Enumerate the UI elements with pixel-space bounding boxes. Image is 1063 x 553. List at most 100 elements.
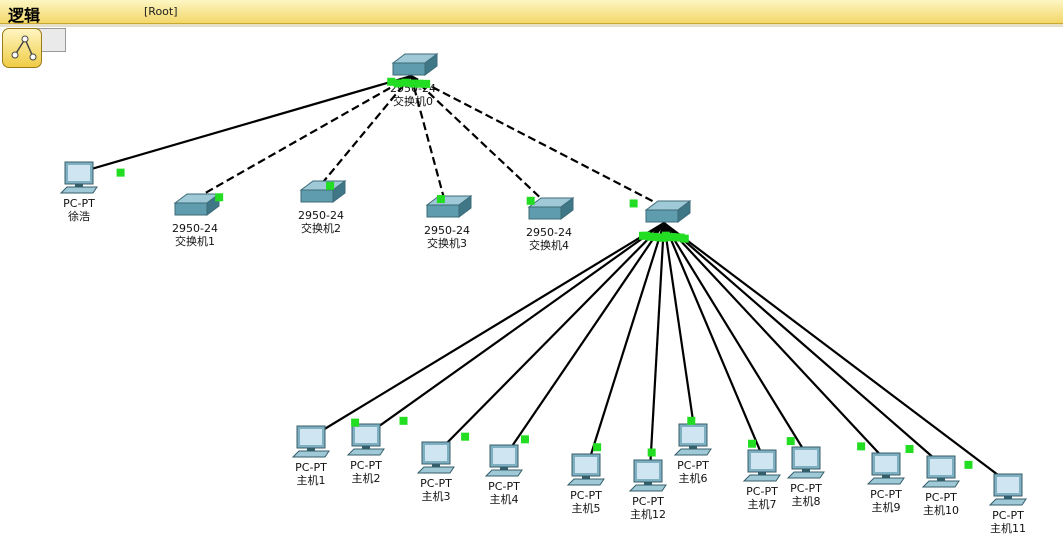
port-indicator [650,232,659,241]
monitor-stand-icon [432,464,440,467]
keyboard-icon [566,478,605,486]
keyboard-icon [866,477,905,485]
keyboard-icon [59,186,98,194]
port-indicator [661,231,670,240]
port-indicator [629,199,638,208]
device-name-label: 主机5 [572,501,601,515]
link-sw5-h9[interactable] [663,222,889,464]
switch-side-icon [560,197,574,220]
switch-sw5[interactable] [644,200,692,223]
monitor-stand-icon [644,482,652,485]
device-name-label: 主机7 [748,497,777,511]
port-indicator [399,416,408,425]
monitor-stand-icon [362,446,370,449]
device-model-label: PC-PT [63,197,95,210]
switch-side-icon [458,195,472,218]
screen-icon [997,477,1019,493]
device-model-label: PC-PT [677,459,709,472]
logical-view-button[interactable] [2,28,42,68]
monitor-stand-icon [937,478,945,481]
link-sw5-h2[interactable] [367,222,665,435]
link-sw0-pc_xu[interactable] [80,74,412,174]
link-sw5-h10[interactable] [663,222,944,467]
switch-front-icon [300,189,334,203]
switch-front-icon [528,206,562,220]
link-sw5-h11[interactable] [663,222,1011,485]
device-model-label: PC-PT [488,480,520,493]
workspace-titlebar: 逻辑 [Root] [0,0,1063,25]
topology-icon [11,35,37,61]
port-indicator [857,442,866,451]
root-breadcrumb[interactable]: [Root] [144,5,178,18]
screen-icon [682,427,704,443]
keyboard-icon [921,480,960,488]
port-indicator [436,195,445,204]
link-sw5-h1[interactable] [312,222,665,437]
monitor-stand-icon [75,184,83,187]
link-sw5-h5[interactable] [586,222,666,465]
keyboard-icon [346,448,385,456]
port-indicator [116,168,125,177]
link-sw5-h3[interactable] [437,222,665,453]
link-sw0-sw3[interactable] [409,75,447,203]
link-sw5-h4[interactable] [505,222,665,456]
port-indicator [964,460,973,469]
screen-icon [355,427,377,443]
device-name-label: 主机1 [297,473,326,487]
monitor-stand-icon [500,467,508,470]
screen-icon [68,165,90,181]
screen-icon [493,448,515,464]
monitor-stand-icon [689,446,697,449]
port-indicator [393,79,402,88]
link-sw0-sw4[interactable] [410,75,548,205]
port-indicator [401,78,410,87]
port-indicator [215,193,224,202]
device-name-label: 主机12 [630,507,666,521]
device-name-label: 主机2 [352,471,381,485]
port-indicator [326,181,335,190]
port-indicator [748,439,756,448]
screen-icon [751,453,773,469]
screen-icon [875,456,897,472]
monitor-stand-icon [758,472,766,475]
link-sw0-sw5[interactable] [410,75,665,208]
port-indicator [646,232,655,241]
port-indicator [461,432,470,441]
port-indicator [415,79,424,88]
link-sw5-h12[interactable] [648,222,666,471]
switch-front-icon [174,202,208,216]
keyboard-icon [416,466,455,474]
device-name-label: 主机9 [872,500,901,514]
link-sw0-sw2[interactable] [318,75,412,188]
link-sw5-h7[interactable] [662,222,766,461]
port-indicator [687,416,696,425]
link-sw5-h8[interactable] [663,222,809,458]
link-sw0-sw1[interactable] [192,75,412,201]
links-layer [80,74,1011,485]
monitor-stand-icon [802,469,810,472]
device-name-label: 主机10 [923,503,959,517]
device-model-label: PC-PT [632,495,664,508]
monitor-stand-icon [1004,496,1012,499]
link-sw5-h6[interactable] [662,222,697,435]
port-indicator [409,79,418,88]
device-name-label: 交换机0 [393,94,433,108]
device-name-label: 交换机3 [427,236,467,250]
